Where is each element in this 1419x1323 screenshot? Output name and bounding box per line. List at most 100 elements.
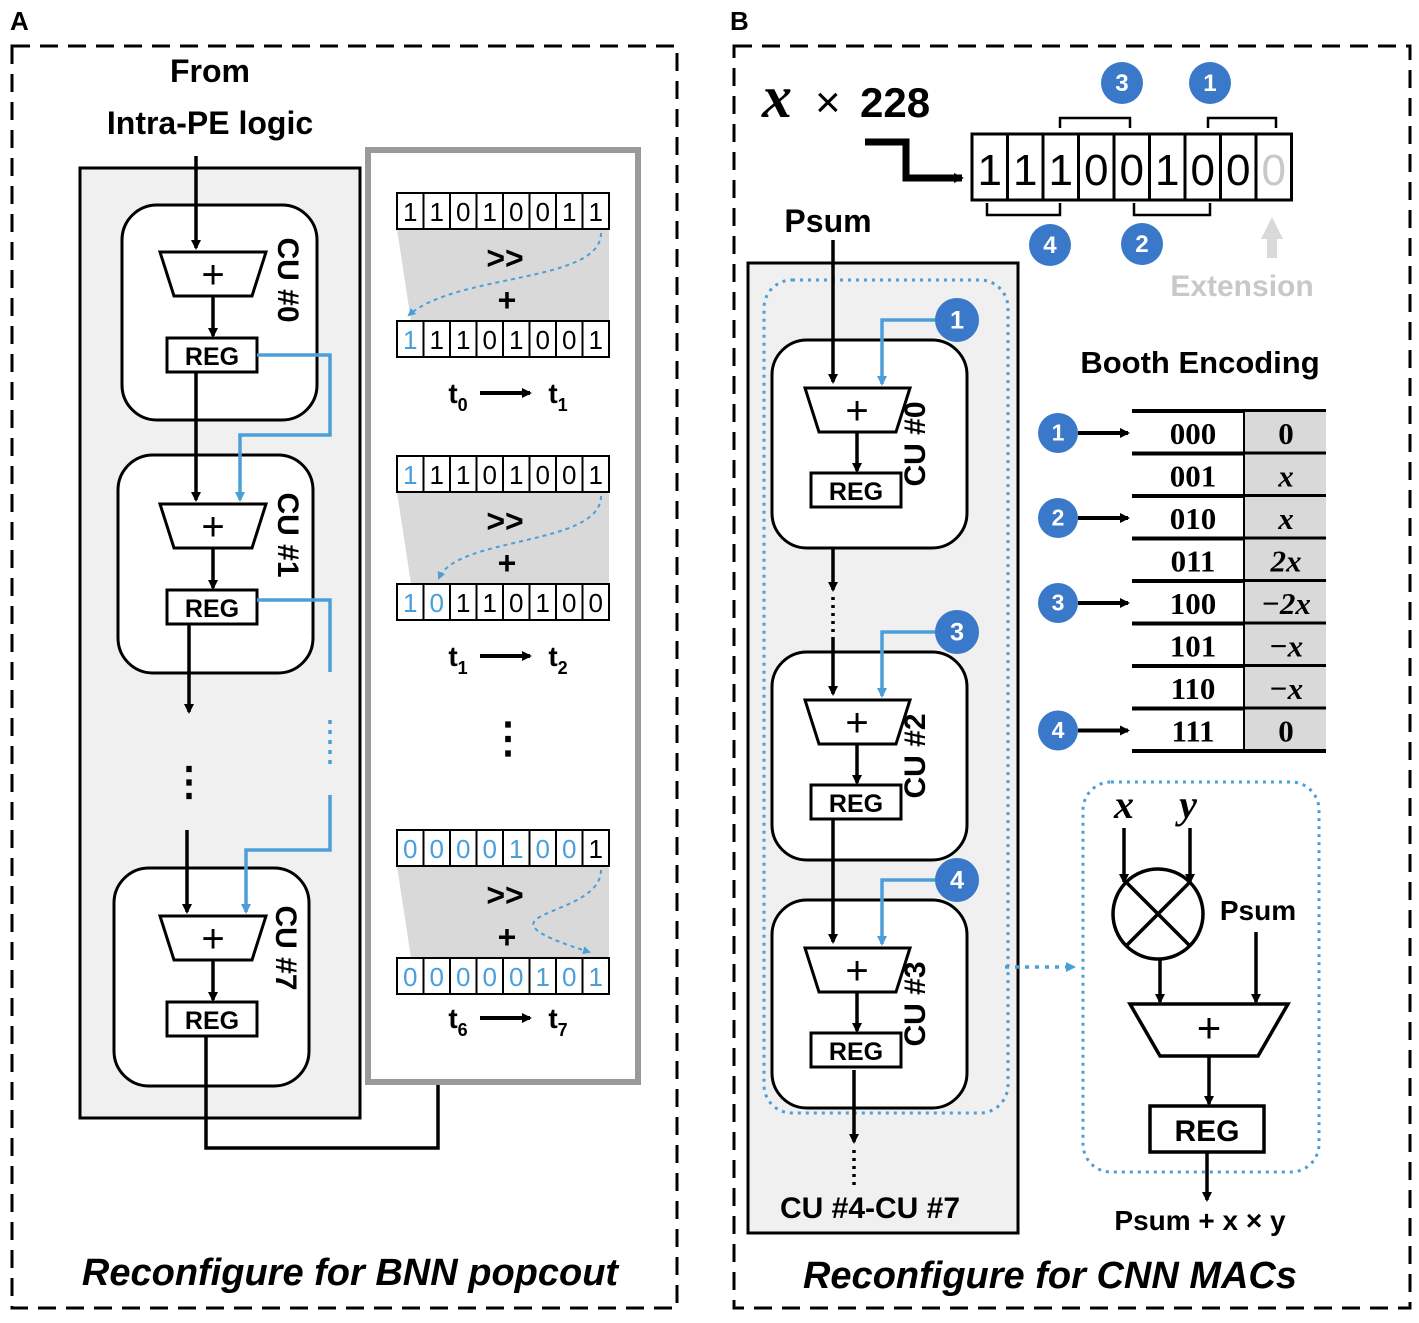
adder-sign: + (201, 505, 224, 549)
cu-box (770, 898, 969, 1110)
shift-path (407, 232, 602, 317)
adder-shape (802, 698, 913, 746)
bit-cell (1219, 132, 1258, 202)
badge-circle (1121, 223, 1163, 265)
bit-value: 0 (562, 325, 576, 355)
reg-label: REG (829, 478, 883, 506)
extension-label: Extension (1170, 270, 1313, 303)
bit-value: 0 (536, 197, 550, 227)
booth-badge: 2 (1038, 498, 1078, 538)
bit-cell (581, 957, 610, 995)
badge-number: 2 (1135, 231, 1148, 258)
bit-value: 1 (456, 325, 470, 355)
booth-code: 110 (1171, 671, 1216, 706)
reconfig-group-outline (762, 278, 1010, 1115)
badge-number: 3 (1052, 590, 1065, 616)
panel-a: A From Intra-PE logic + REG CU #0 + REG … (10, 6, 679, 1310)
bit-value: 1 (978, 146, 1002, 195)
bit-value: 1 (456, 460, 470, 490)
bit-cell (449, 583, 478, 621)
bit-value: 0 (589, 588, 603, 618)
badge-circle (1101, 62, 1143, 104)
mac-y: y (1175, 782, 1197, 827)
bit-value: 1 (430, 197, 444, 227)
t-to-sub: 1 (558, 395, 568, 415)
bit-cell (502, 957, 531, 995)
psum-label: Psum (784, 203, 871, 239)
bit-cell (528, 455, 557, 493)
value-cell-fill (1244, 582, 1326, 623)
reg-label: REG (185, 343, 239, 371)
badge-number: 3 (1115, 70, 1128, 97)
reg-box (809, 471, 903, 509)
mac-adder (1126, 1002, 1292, 1058)
adder-sign: + (845, 949, 868, 993)
bit-cell (581, 192, 610, 230)
mac-reg-label: REG (1174, 1115, 1239, 1148)
bit-value: 1 (562, 197, 576, 227)
dataflow-arrows-b (828, 240, 859, 1188)
reg-box (165, 336, 259, 374)
badge-number: 4 (950, 866, 964, 894)
mac-outline (1081, 780, 1321, 1174)
plus-operator: + (498, 919, 517, 955)
reg-box (809, 783, 903, 821)
x-symbol: x (761, 64, 792, 130)
booth-code: 100 (1170, 586, 1217, 621)
cu-label: CU #0 (271, 237, 304, 322)
bit-cell (475, 455, 504, 493)
adder-sign: + (845, 701, 868, 745)
badge-circle (1038, 583, 1078, 623)
bit-value: 0 (536, 460, 550, 490)
badge-circle (1029, 224, 1071, 266)
bit-cell (1183, 132, 1222, 202)
mac-adder-sign: + (1197, 1004, 1222, 1051)
adder-shape (802, 386, 913, 434)
bit-value: 0 (483, 834, 497, 864)
vertical-ellipsis: ⋮ (169, 760, 209, 804)
reg-label: REG (185, 1007, 239, 1035)
booth-value: −x (1269, 629, 1303, 664)
badge-circle (1189, 62, 1231, 104)
reg-box (809, 1031, 903, 1069)
cu-box (770, 338, 969, 550)
bit-value: 1 (403, 460, 417, 490)
bit-value: 1 (536, 962, 550, 992)
booth-value: 0 (1278, 416, 1294, 451)
cu-label: CU #1 (271, 492, 304, 577)
shift-operator: >> (486, 503, 523, 539)
bit-value: 0 (430, 834, 444, 864)
shift-path (532, 869, 602, 954)
booth-row: 101−x (1132, 624, 1326, 668)
shift-operator: >> (486, 240, 523, 276)
bit-value: 1 (403, 197, 417, 227)
t-to-sub: 2 (558, 658, 568, 678)
bit-value: 1 (589, 834, 603, 864)
badge-circle (935, 298, 979, 342)
adder-sign: + (845, 389, 868, 433)
booth-code: 011 (1171, 544, 1216, 579)
bit-value: 1 (403, 325, 417, 355)
bit-cell (970, 132, 1009, 202)
bit-cell (422, 192, 451, 230)
cu-box (770, 650, 969, 862)
booth-value: −x (1269, 671, 1303, 706)
bit-value: 1 (403, 588, 417, 618)
value-cell-fill (1244, 667, 1326, 708)
bit-cell (475, 320, 504, 358)
badge-group-1: 1 (1189, 62, 1231, 104)
bit-cell (422, 320, 451, 358)
badge-number: 1 (1203, 70, 1216, 97)
booth-select-line (877, 318, 936, 386)
bit-cell (396, 829, 425, 867)
cu-block: + REG CU #1 (116, 453, 315, 675)
bit-value: 1 (589, 962, 603, 992)
bit-value: 1 (430, 325, 444, 355)
bit-value: 0 (509, 962, 523, 992)
badge-number: 1 (1052, 420, 1065, 446)
bit-value: 0 (430, 962, 444, 992)
bit-value: 0 (403, 834, 417, 864)
